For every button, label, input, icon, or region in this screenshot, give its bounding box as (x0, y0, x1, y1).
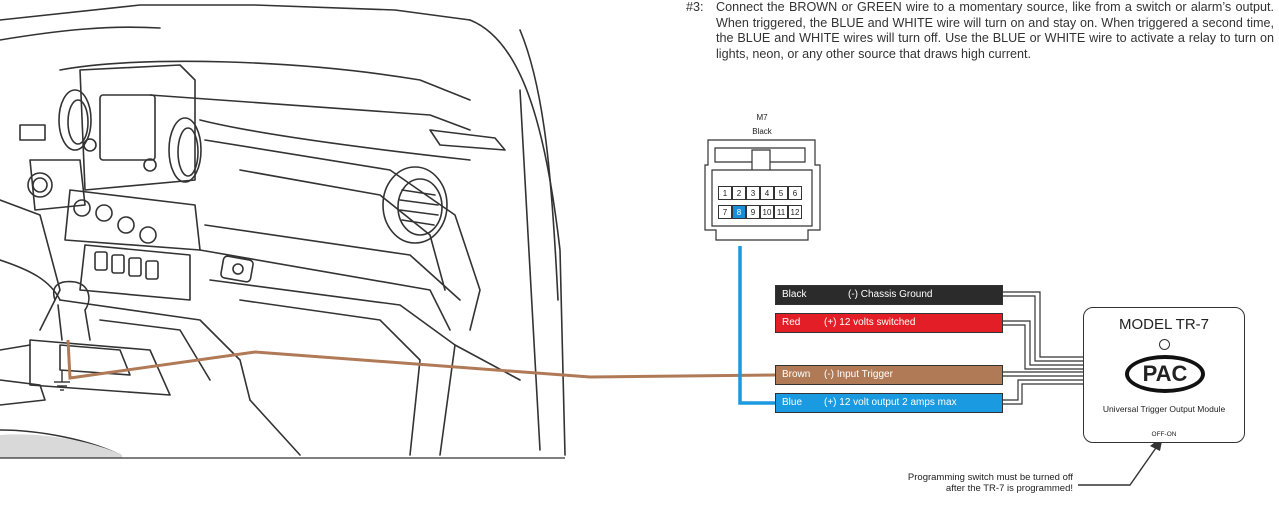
step-text: Connect the BROWN or GREEN wire to a mom… (716, 0, 1274, 61)
step-number: #3: (686, 0, 704, 14)
wire-color-label: Black (782, 289, 807, 300)
pin-5: 5 (774, 186, 788, 200)
pin-4: 4 (760, 186, 774, 200)
pin-10: 10 (760, 205, 774, 219)
pin-12: 12 (788, 205, 802, 219)
wire-color-label: Brown (782, 369, 811, 380)
tr7-module: MODEL TR-7 PAC Universal Trigger Output … (1083, 307, 1245, 443)
wire-color-label: Blue (782, 397, 803, 408)
pin-8-active: 8 (732, 205, 746, 219)
wire-blue: Blue (+) 12 volt output 2 amps max (775, 393, 1003, 413)
pin-9: 9 (746, 205, 760, 219)
note-line-2: after the TR-7 is programmed! (945, 483, 1073, 494)
module-title: MODEL TR-7 (1118, 316, 1209, 333)
wire-red: Red (+) 12 volts switched (775, 313, 1003, 333)
pin-1: 1 (718, 186, 732, 200)
connector-name: M7 (756, 113, 768, 122)
wire-function-label: (+) 12 volts switched (824, 317, 916, 328)
wire-function-label: (+) 12 volt output 2 amps max (824, 397, 957, 408)
instruction-block: #3: Connect the BROWN or GREEN wire to a… (686, 0, 1274, 62)
wire-brown: Brown (-) Input Trigger (775, 365, 1003, 385)
pin-7: 7 (718, 205, 732, 219)
programming-switch-label: OFF-ON (1151, 431, 1177, 438)
wire-black: Black (-) Chassis Ground (775, 285, 1003, 305)
connector-color: Black (752, 127, 772, 136)
note-line-1: Programming switch must be turned off (907, 472, 1073, 483)
programming-note: Programming switch must be turned off af… (868, 472, 1073, 494)
module-subtitle: Universal Trigger Output Module (1102, 404, 1226, 414)
pin-2: 2 (732, 186, 746, 200)
pac-logo: PAC (1125, 355, 1205, 393)
pin-3: 3 (746, 186, 760, 200)
wire-color-label: Red (782, 317, 801, 328)
led-icon (1159, 339, 1170, 350)
wire-function-label: (-) Chassis Ground (848, 289, 933, 300)
pin-6: 6 (788, 186, 802, 200)
pin-11: 11 (774, 205, 788, 219)
wire-function-label: (-) Input Trigger (824, 369, 893, 380)
